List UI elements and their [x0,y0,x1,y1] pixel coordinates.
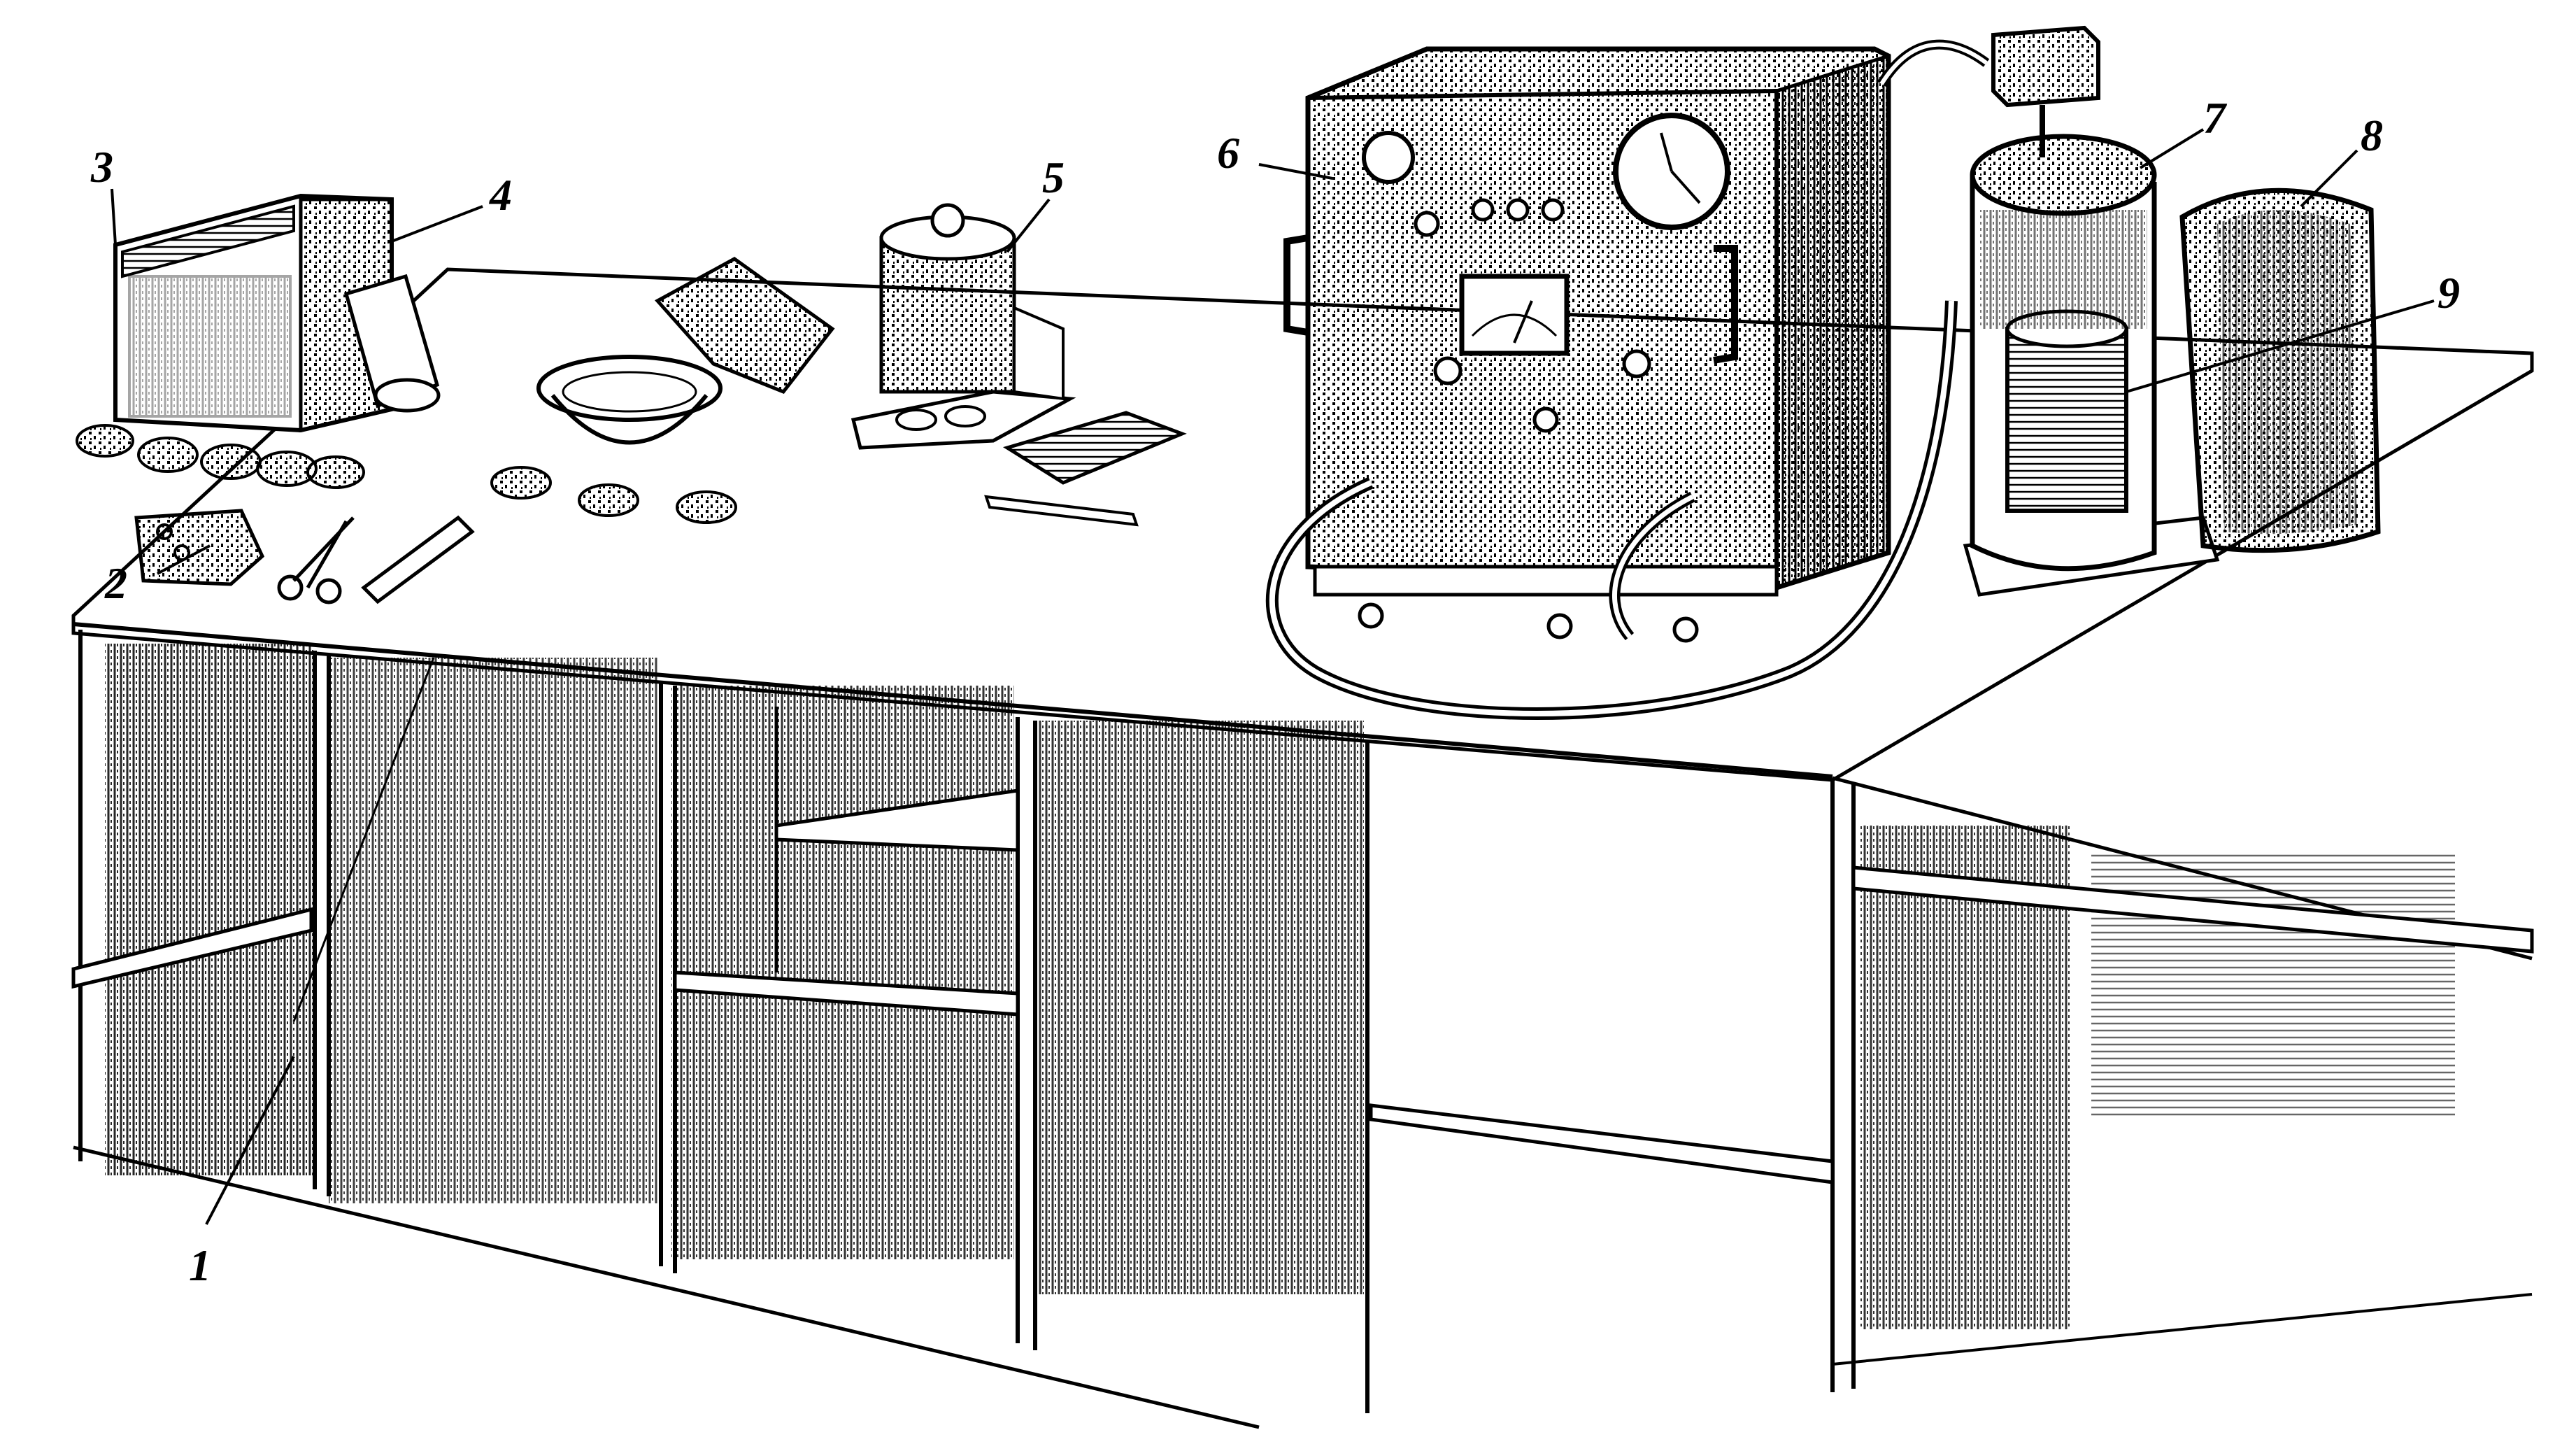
item-2-board [134,509,475,604]
callout-5: 5 [1042,153,1065,202]
leader-4 [391,205,483,243]
compartment-2 [329,658,657,1203]
glass-tube [361,515,475,604]
callout-3: 3 [90,142,113,192]
panel-knobs [1414,198,1651,433]
notebook [984,411,1187,527]
compartment-1 [105,644,315,1175]
bench-shelves [71,707,2534,1184]
inner-chamber [2005,327,2128,513]
leader-6 [1258,163,1333,180]
bench-base-line-right [1832,1293,2533,1366]
compartment-5 [1860,826,2070,1329]
leader-5 [1006,198,1051,253]
callout-9: 9 [2438,268,2460,318]
leader-1 [205,1056,295,1225]
scissors-icon [277,516,355,604]
leader-3 [111,188,117,246]
item-3-4-box [76,193,441,489]
right-handle [1713,245,1738,364]
diagonal-crack [292,657,435,1022]
callout-labels: 1 2 3 4 5 6 7 8 9 [90,93,2460,1290]
leader-7 [2139,128,2205,169]
bowl [536,355,723,422]
leader-9 [2126,299,2435,393]
cylinder-lid [1970,134,2157,216]
leader-8 [2300,149,2358,208]
callout-1: 1 [189,1240,211,1290]
bowl-group [490,257,835,524]
item-6-apparatus [1266,39,1990,720]
callout-8: 8 [2361,111,2383,160]
pen-icon [984,495,1139,527]
leader-lines [111,128,2435,1225]
cloth-bag [655,257,835,395]
small-cups [490,466,737,524]
compartment-4 [1035,721,1364,1294]
top-box [1991,25,2100,108]
item-5-instrument [851,203,1076,450]
leader-2 [157,544,211,575]
cylinder [343,274,441,413]
item-7-9-cylinder [1963,25,2381,597]
callout-6: 6 [1217,128,1239,178]
callout-4: 4 [489,170,512,220]
small-gauge-icon [1362,131,1415,184]
compartment-3 [671,686,1014,1259]
callout-7: 7 [2203,93,2228,143]
left-handle [1283,234,1309,336]
bench [71,267,2534,1429]
bench-base-line [73,1145,1260,1429]
cups-row [76,424,365,489]
callout-2: 2 [104,558,127,608]
